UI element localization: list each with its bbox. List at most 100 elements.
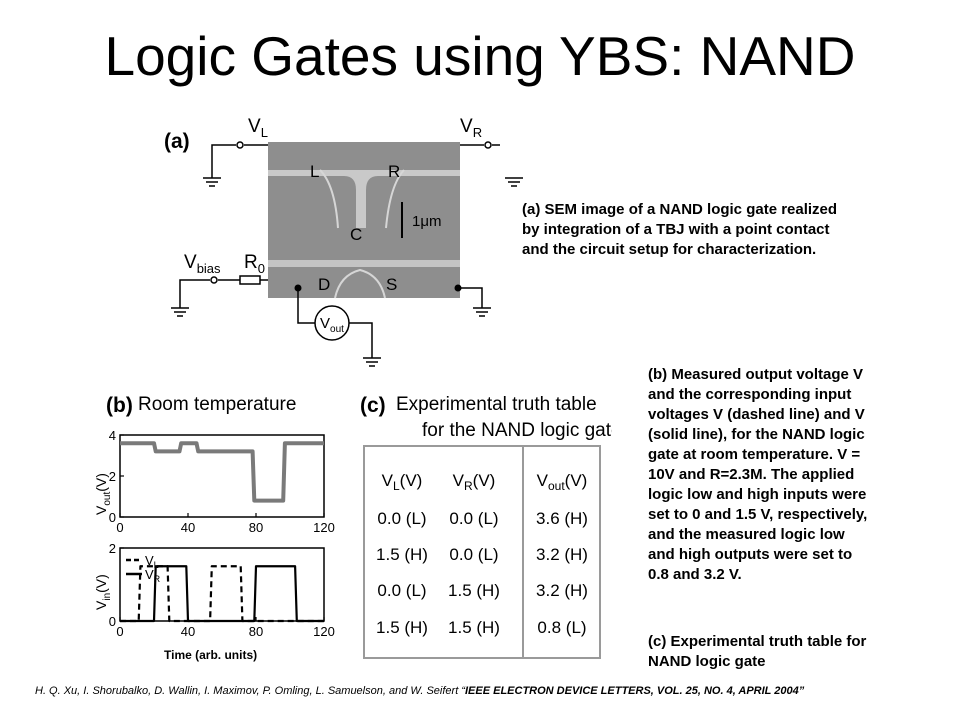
plot-frame <box>119 434 325 518</box>
x-tick-label: 120 <box>313 520 335 535</box>
caption-c: (c) Experimental truth table for NAND lo… <box>648 632 866 672</box>
terminal-r-label: R <box>388 162 400 181</box>
vl-label: VL <box>248 116 268 140</box>
terminal-s-label: S <box>386 275 397 294</box>
caption-b-line: 0.8 and 3.2 V. <box>648 566 742 583</box>
vout-ground-icon <box>363 357 381 367</box>
vbias-label: Vbias <box>184 252 221 276</box>
table-cell: 1.5 (H) <box>448 618 500 637</box>
caption-b-line: and the measured logic low <box>648 526 845 543</box>
panel-a-label: (a) <box>164 130 190 153</box>
figure-c-truth-table: (c) Experimental truth table for the NAN… <box>360 394 612 659</box>
sem-bottom-channel <box>268 260 460 267</box>
table-header-cell: VR(V) <box>453 471 496 493</box>
terminal-c-label: C <box>350 225 362 244</box>
caption-b-line: voltages V (dashed line) and V <box>648 406 865 423</box>
figure-b-heading: Room temperature <box>138 394 296 415</box>
source-wire <box>458 287 483 308</box>
table-cell: 3.2 (H) <box>536 545 588 564</box>
table-cell: 1.5 (H) <box>376 545 428 564</box>
vl-terminal <box>236 141 244 149</box>
vbias-wire <box>179 279 268 308</box>
page-title: Logic Gates using YBS: NAND <box>104 25 856 87</box>
table-header-cell: Vout(V) <box>537 471 588 493</box>
caption-a-line: and the circuit setup for characterizati… <box>522 241 817 258</box>
bottom-plot-ylabel: Vin(V) <box>93 574 113 610</box>
series-line-vout <box>120 441 324 503</box>
x-tick-label: 0 <box>116 520 123 535</box>
y-tick-label: 0 <box>109 614 116 629</box>
r0-resistor-icon <box>239 275 261 285</box>
table-cell: 0.8 (L) <box>537 618 586 637</box>
table-cell: 0.0 (L) <box>377 581 426 600</box>
scale-bar-label: 1μm <box>412 213 441 230</box>
vr-ground-overflow <box>505 177 523 187</box>
figure-c-heading-line1: Experimental truth table <box>396 394 597 415</box>
source-ground-icon <box>473 307 491 317</box>
figure-c-heading-line2: for the NAND logic gate <box>422 420 612 441</box>
y-tick-label: 4 <box>109 428 116 443</box>
vr-wire <box>460 144 500 146</box>
vl-ground-icon <box>203 177 221 187</box>
caption-a-line: (a) SEM image of a NAND logic gate reali… <box>522 201 838 218</box>
x-tick-label: 120 <box>313 624 335 639</box>
table-cell: 3.2 (H) <box>536 581 588 600</box>
truth-table-border <box>363 445 601 659</box>
table-cell: 0.0 (L) <box>377 509 426 528</box>
vout-plot: 0 40 80 120 0 2 4 <box>109 428 335 535</box>
y-tick-label: 0 <box>109 510 116 525</box>
figure-a-sem-circuit: (a) 1μm L R C D S VL VR Vbias R0 Vout <box>164 116 500 367</box>
sem-top-channel <box>268 170 460 228</box>
x-tick-label: 40 <box>181 520 195 535</box>
x-tick-label: 80 <box>249 520 263 535</box>
panel-c-label: (c) <box>360 394 386 417</box>
caption-a: (a) SEM image of a NAND logic gate reali… <box>522 200 837 260</box>
caption-b-line: 10V and R=2.3M. The applied <box>648 466 855 483</box>
table-header-cell: VL(V) <box>382 471 423 493</box>
terminal-d-label: D <box>318 275 330 294</box>
caption-b: (b) Measured output voltage V and the co… <box>648 365 867 585</box>
vr-terminal <box>484 141 492 149</box>
caption-c-line: (c) Experimental truth table for <box>648 633 867 650</box>
table-cell: 1.5 (H) <box>376 618 428 637</box>
vr-ground-icon <box>505 177 523 187</box>
vout-ground-wire <box>349 322 373 358</box>
sem-top-contour <box>319 169 405 229</box>
table-cell: 0.0 (L) <box>449 545 498 564</box>
vr-label: VR <box>460 116 482 140</box>
caption-b-line: (b) Measured output voltage V <box>648 366 864 383</box>
caption-b-line: set to 0 and 1.5 V, respectively, <box>648 506 868 523</box>
panel-b-label: (b) <box>106 394 133 417</box>
x-tick-label: 40 <box>181 624 195 639</box>
x-tick-label: 80 <box>249 624 263 639</box>
citation: H. Q. Xu, I. Shorubalko, D. Wallin, I. M… <box>35 684 915 698</box>
sem-bottom-contour <box>334 268 386 299</box>
vout-meter-label: Vout <box>320 315 344 335</box>
caption-a-line: by integration of a TBJ with a point con… <box>522 221 830 238</box>
citation-journal: IEEE ELECTRON DEVICE LETTERS, VOL. 25, N… <box>464 685 805 697</box>
table-cell: 3.6 (H) <box>536 509 588 528</box>
legend-vr-label: VR <box>145 567 161 584</box>
caption-b-line: gate at room temperature. V = <box>648 446 861 463</box>
top-plot-ylabel: Vout(V) <box>93 473 113 515</box>
table-cell: 1.5 (H) <box>448 581 500 600</box>
y-tick-label: 2 <box>109 469 116 484</box>
plot-xlabel: Time (arb. units) <box>164 648 257 662</box>
table-cell: 0.0 (L) <box>449 509 498 528</box>
series-line-vr <box>120 565 324 623</box>
vout-wire <box>297 288 315 324</box>
terminal-l-label: L <box>310 162 319 181</box>
vbias-ground-icon <box>171 307 189 317</box>
caption-b-line: and high outputs were set to <box>648 546 853 563</box>
y-tick-label: 2 <box>109 541 116 556</box>
vbias-terminal <box>210 276 218 284</box>
citation-authors: H. Q. Xu, I. Shorubalko, D. Wallin, I. M… <box>35 685 465 697</box>
caption-c-line: NAND logic gate <box>648 653 766 670</box>
caption-b-line: logic low and high inputs were <box>648 486 867 503</box>
caption-b-line: (solid line), for the NAND logic <box>648 426 865 443</box>
caption-b-line: and the corresponding input <box>648 386 852 403</box>
vl-wire <box>211 144 268 178</box>
r0-label: R0 <box>244 252 265 276</box>
